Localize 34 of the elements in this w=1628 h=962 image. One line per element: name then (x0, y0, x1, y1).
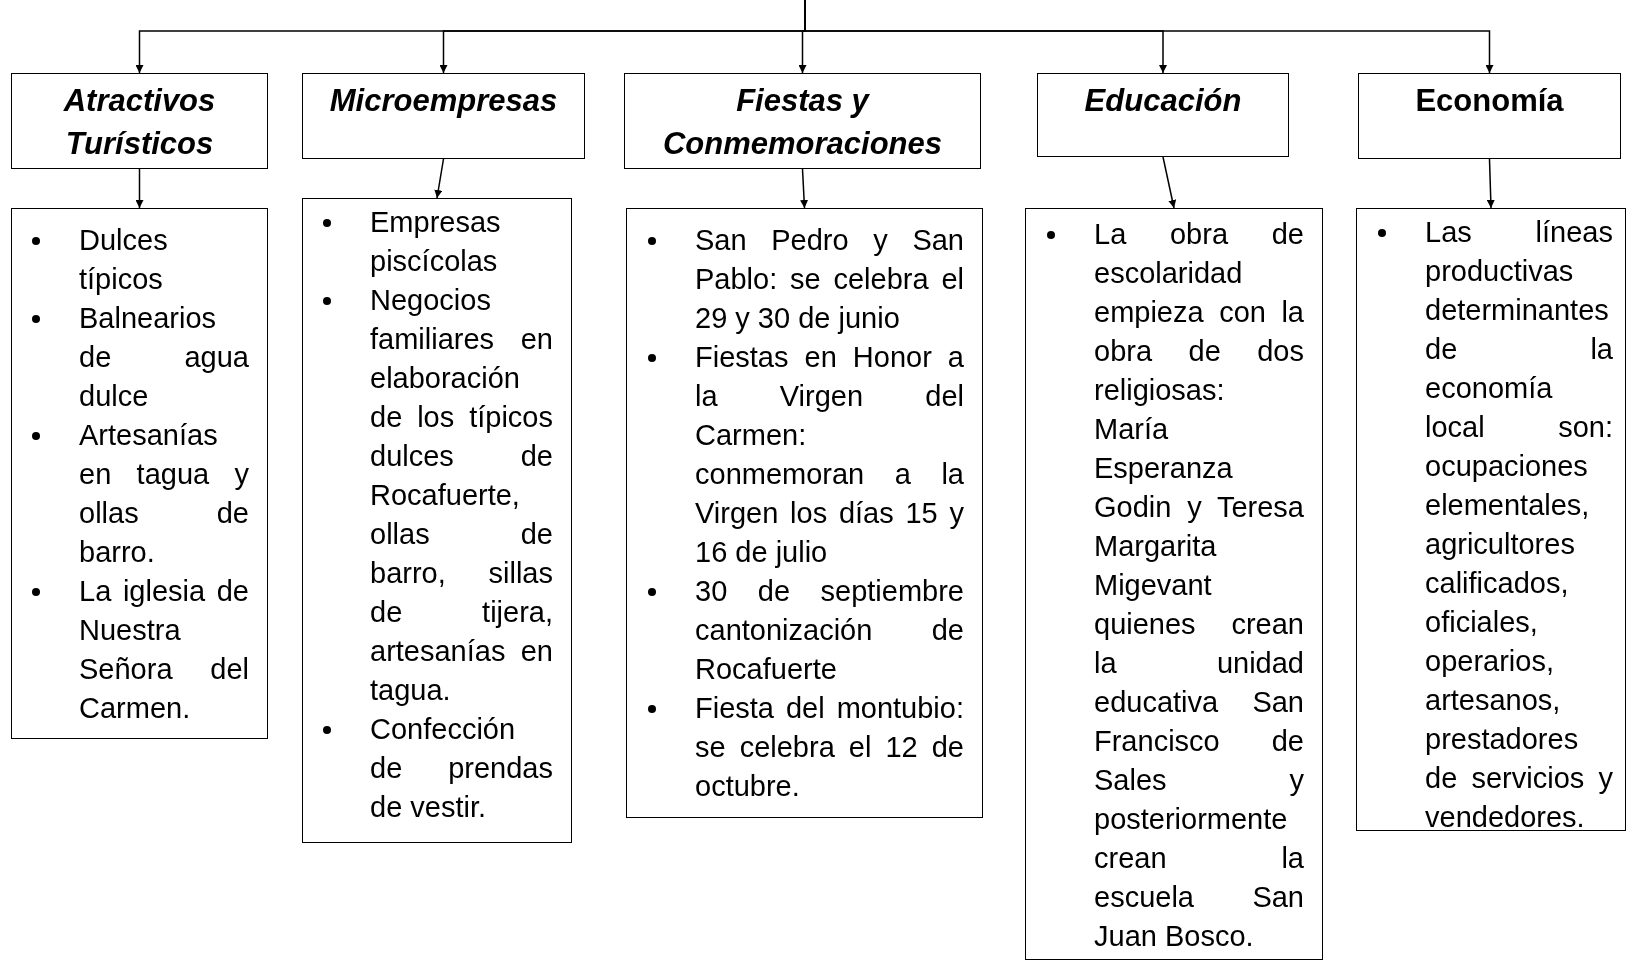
bullet-text: 30 de septiembre cantonización de Rocafuerte (695, 575, 964, 685)
bullet-text: Dulces típicos (79, 224, 168, 295)
arrow (135, 168, 144, 209)
arrow (1486, 158, 1495, 209)
bullet-text: Empresas piscícolas (370, 206, 501, 277)
bullet-text: Negocios familiares en elaboración de los típicos dulces de Rocafuerte, ollas de barro, sillas de tijera, artesanías en tagua. (370, 284, 553, 706)
bullet-text: La obra de escolaridad empieza con la obra de dos religiosas: María Esperanza Godin y Teresa Margarita Migevant quienes crean la unidad educativa San Francisco de Sales y posteriormente crean la escuela San Juan Bosco. (1094, 218, 1304, 952)
bullet-text: Fiesta del montubio: se celebra el 12 de octubre. (695, 692, 964, 802)
category-box (624, 73, 981, 169)
bullet-text: Confección de prendas de vestir. (370, 713, 553, 823)
category-title: Economía (1415, 82, 1564, 120)
content-box (1356, 208, 1626, 831)
category-box (11, 73, 268, 169)
arrow (434, 158, 445, 199)
content-box (11, 208, 268, 739)
category-box (1358, 73, 1621, 159)
bullet-text: La iglesia de Nuestra Señora del Carmen. (79, 575, 249, 724)
category-box (302, 73, 585, 159)
bullet-text: Las líneas productivas determinantes de la economía local son: ocupaciones elementales, agricultores calificados, oficiales, operarios, artesanos, prestadores de servicios y vendedores. (1425, 216, 1613, 833)
arrow (1162, 156, 1177, 209)
category-title: Educación (1084, 82, 1242, 120)
bullet-text: Balnearios de agua dulce (79, 302, 249, 412)
category-title: Atractivos Turísticos (62, 82, 217, 163)
content-box (1025, 208, 1323, 960)
bullet-text: Artesanías en tagua y ollas de barro. (79, 419, 249, 568)
category-title: Microempresas (329, 82, 558, 120)
category-title: Fiestas y Conmemoraciones (661, 82, 944, 163)
bullet-text: Fiestas en Honor a la Virgen del Carmen: conmemoran a la Virgen los días 15 y 16 de julio (695, 341, 964, 568)
arrow (800, 168, 809, 209)
content-box (626, 208, 983, 818)
bullet-text: San Pedro y San Pablo: se celebra el 29 y 30 de junio (695, 224, 964, 334)
arrow (804, 0, 1494, 74)
category-box (1037, 73, 1289, 157)
content-box (302, 198, 572, 843)
